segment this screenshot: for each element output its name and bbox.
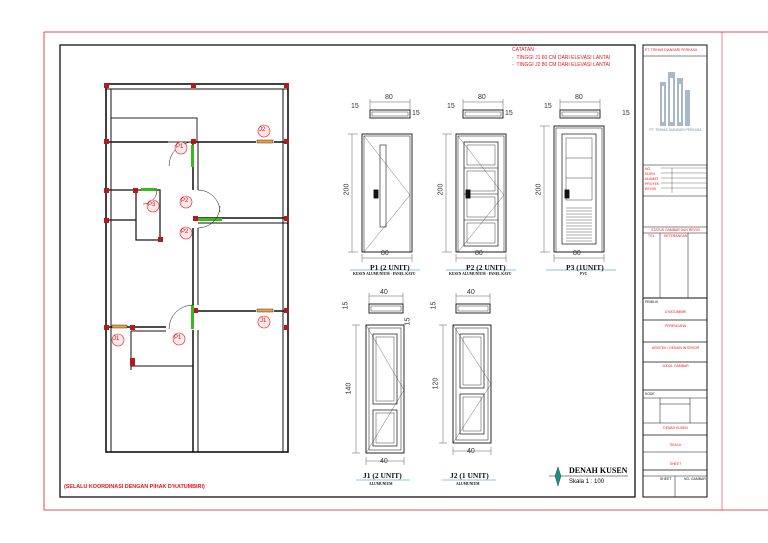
tb-kode-label: KODE <box>645 392 655 396</box>
dim-p1-side: 15 <box>351 103 359 110</box>
tb-pemilik-value: D'KATUMBIRI <box>664 310 687 314</box>
notes-line-2: - TINGGI J2 80 CM DARI ELEVASI LANTAI <box>512 62 611 68</box>
dim-j2-width: 40 <box>467 289 475 296</box>
tb-row-revisi: REVISI <box>645 187 657 191</box>
tb-sheet-label: SHEET <box>660 477 672 481</box>
sub-p1: KUSEN ALUMUNIUM - PANEL KAYU <box>353 272 416 276</box>
label-underlines <box>350 269 616 481</box>
dim-p1-height: 200 <box>343 183 351 196</box>
tb-no-gambar: NO. GAMBAR <box>684 477 706 481</box>
floor-plan <box>105 83 289 453</box>
drawing-title: DENAH KUSEN <box>569 466 628 475</box>
label-j1: J1 (2 UNIT) <box>363 471 402 480</box>
label-p2: P2 (2 UNIT) <box>466 263 506 272</box>
tag-j2: J2 <box>259 127 266 133</box>
company-logo <box>660 72 690 126</box>
plan-columns <box>104 83 289 366</box>
tb-sheet: SHEET <box>669 462 682 466</box>
notes-line-1-text: TINGGI J1 60 CM DARI ELEVASI LANTAI <box>516 55 611 61</box>
dim-j1-bottom: 40 <box>380 458 388 465</box>
tag-p1-bottom: P1 <box>174 335 182 341</box>
elevation-p1 <box>361 109 413 253</box>
tag-p1-top: P1 <box>176 144 184 150</box>
tb-perencana: PERENCANA <box>664 324 687 328</box>
tag-j1-left: J1 <box>113 336 120 342</box>
dim-p1-bottom: 80 <box>381 250 389 257</box>
dim-p2-height: 200 <box>437 183 445 196</box>
dimension-lines <box>348 99 605 465</box>
tb-kode-value: DENAH KUSEN <box>663 426 688 430</box>
dim-j2-bottom: 40 <box>467 448 475 455</box>
tag-p2-upper: P2 <box>181 198 189 204</box>
tb-row-no: NO <box>645 167 651 171</box>
dim-p3-height: 200 <box>535 183 543 196</box>
dim-p3-side: 15 <box>544 103 552 110</box>
dim-p3-width: 80 <box>575 94 583 101</box>
elevation-p2 <box>455 109 507 253</box>
plan-tag-circles <box>111 124 271 347</box>
label-p1: P1 (2 UNIT) <box>370 263 410 272</box>
elevation-p3 <box>553 109 605 253</box>
notes-line-2-text: TINGGI J2 80 CM DARI ELEVASI LANTAI <box>516 62 611 68</box>
tb-arsitek: ARSITEK / DESAIN INTERIOR <box>651 346 700 350</box>
drawing-scale: Skala 1 : 100 <box>569 479 605 485</box>
label-p3: P3 (1UNIT) <box>566 263 604 272</box>
tb-row-klien: KLIEN <box>645 172 655 176</box>
dim-j1-height: 140 <box>345 382 353 395</box>
footer-note: (SELALU KOORDINASI DENGAN PIHAK D'KATUMB… <box>64 484 205 490</box>
dim-p3-bottom: 80 <box>573 250 581 257</box>
dim-p2-side: 15 <box>447 103 455 110</box>
title-block-lines <box>643 55 707 497</box>
tb-status-header: STATUS GAMBAR DAN REVISI <box>651 228 700 232</box>
tb-judul: JUDUL GAMBAR <box>662 364 689 368</box>
tb-skala: SKALA <box>670 443 681 447</box>
tag-p2-lower: P2 <box>181 229 189 235</box>
notes-heading: CATATAN : <box>512 47 537 53</box>
elevation-j2 <box>452 303 492 444</box>
dim-p1-width: 80 <box>385 94 393 101</box>
notes-line-1: - TINGGI J1 60 CM DARI ELEVASI LANTAI <box>512 55 611 61</box>
tag-p3: P3 <box>148 202 156 208</box>
dim-p2-top: 15 <box>505 110 513 117</box>
tb-col-tgl: TGL <box>648 234 655 238</box>
sub-j2: ALUMUNIUM <box>456 482 480 486</box>
dim-p1-top: 15 <box>412 110 420 117</box>
dim-p2-bottom: 80 <box>475 250 483 257</box>
tb-col-ket: KETERANGAN <box>664 234 688 238</box>
tag-j1-right: J1 <box>260 318 267 324</box>
tb-pemilik-label: PEMILIK <box>645 300 659 304</box>
dim-j2-height: 120 <box>432 377 440 390</box>
tb-row-alamat: ALAMAT <box>645 177 659 181</box>
dim-j1-width: 40 <box>380 289 388 296</box>
dim-p2-width: 80 <box>478 94 486 101</box>
tb-row-proyek: PROYEK <box>645 182 660 186</box>
sub-p2: KUSEN ALUMUNIUM - PANEL KAYU <box>449 272 512 276</box>
elevation-j1 <box>365 303 405 454</box>
label-j2: J2 (1 UNIT) <box>450 471 489 480</box>
drawing-frame <box>59 44 636 498</box>
tb-logo-caption: PT. TRIHAS DIANSARI PERKASA <box>649 128 702 132</box>
sub-p3: PVC <box>580 272 588 276</box>
tb-company: PT. TRIHAS DIANSARI PERKASA <box>645 48 698 52</box>
dim-j1-side-left: 15 <box>342 301 350 310</box>
title-marker <box>549 466 628 487</box>
dim-j1-side-right: 15 <box>404 317 412 326</box>
dim-j2-side: 15 <box>430 301 438 310</box>
dim-p3-top: 15 <box>622 110 630 117</box>
sub-j1: ALUMUNIUM <box>369 482 393 486</box>
